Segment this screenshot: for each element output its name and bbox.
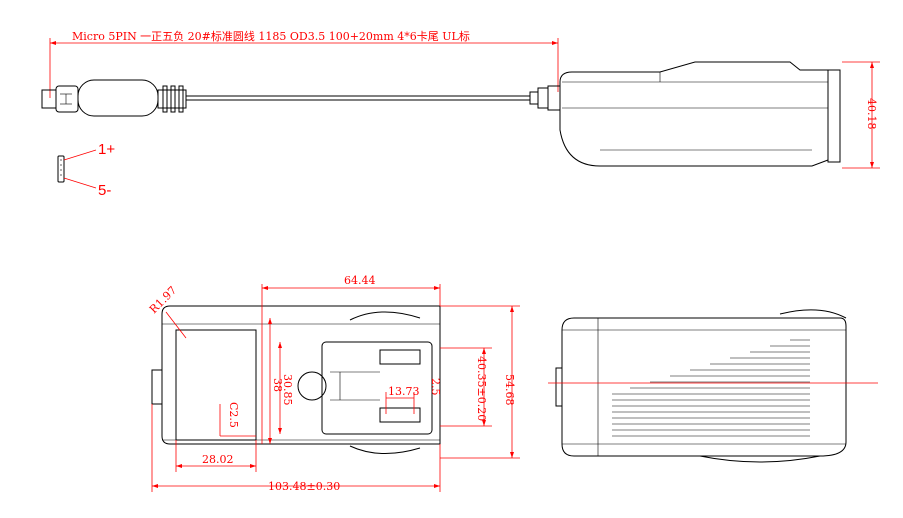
- prong-thick-dim: 2.5: [429, 378, 442, 396]
- spec-label: Micro 5PIN 一正五负 20#标准圆线 1185 OD3.5 100+2…: [72, 29, 470, 43]
- prong-gap-dim: 13.73: [388, 385, 420, 398]
- overall-length-dim: 103.48±0.30: [268, 480, 340, 493]
- prong-span-dim: 40.35±0.20: [475, 356, 488, 421]
- adapter-side-view: 40.18: [559, 61, 880, 169]
- radius-dim: R1.97: [147, 284, 179, 316]
- vent-slits: [612, 339, 810, 437]
- adapter-front-view: 64.44 38 30.85 13.73 2.5 40.35±0.20 54.6…: [147, 274, 520, 493]
- micro-usb-plug: [41, 79, 159, 117]
- adapter-top-view: [548, 309, 878, 463]
- strain-relief-right: [529, 85, 561, 111]
- pin-negative-label: 5-: [98, 182, 111, 199]
- pin-positive-label: 1+: [98, 141, 115, 158]
- pin-connector-mini: [57, 149, 97, 189]
- overall-height-dim: 54.68: [503, 374, 516, 406]
- prong-width-dim: 64.44: [344, 274, 376, 287]
- height-side-dim: 40.18: [865, 98, 878, 130]
- strain-relief-left: [157, 85, 187, 113]
- face-width-dim: 28.02: [202, 453, 234, 466]
- inner-height-dim: 38: [271, 378, 284, 392]
- chamfer-dim: C2.5: [227, 402, 240, 428]
- face-height-dim: 30.85: [281, 374, 294, 406]
- cable-assembly-view: Micro 5PIN 一正五负 20#标准圆线 1185 OD3.5 100+2…: [41, 29, 880, 199]
